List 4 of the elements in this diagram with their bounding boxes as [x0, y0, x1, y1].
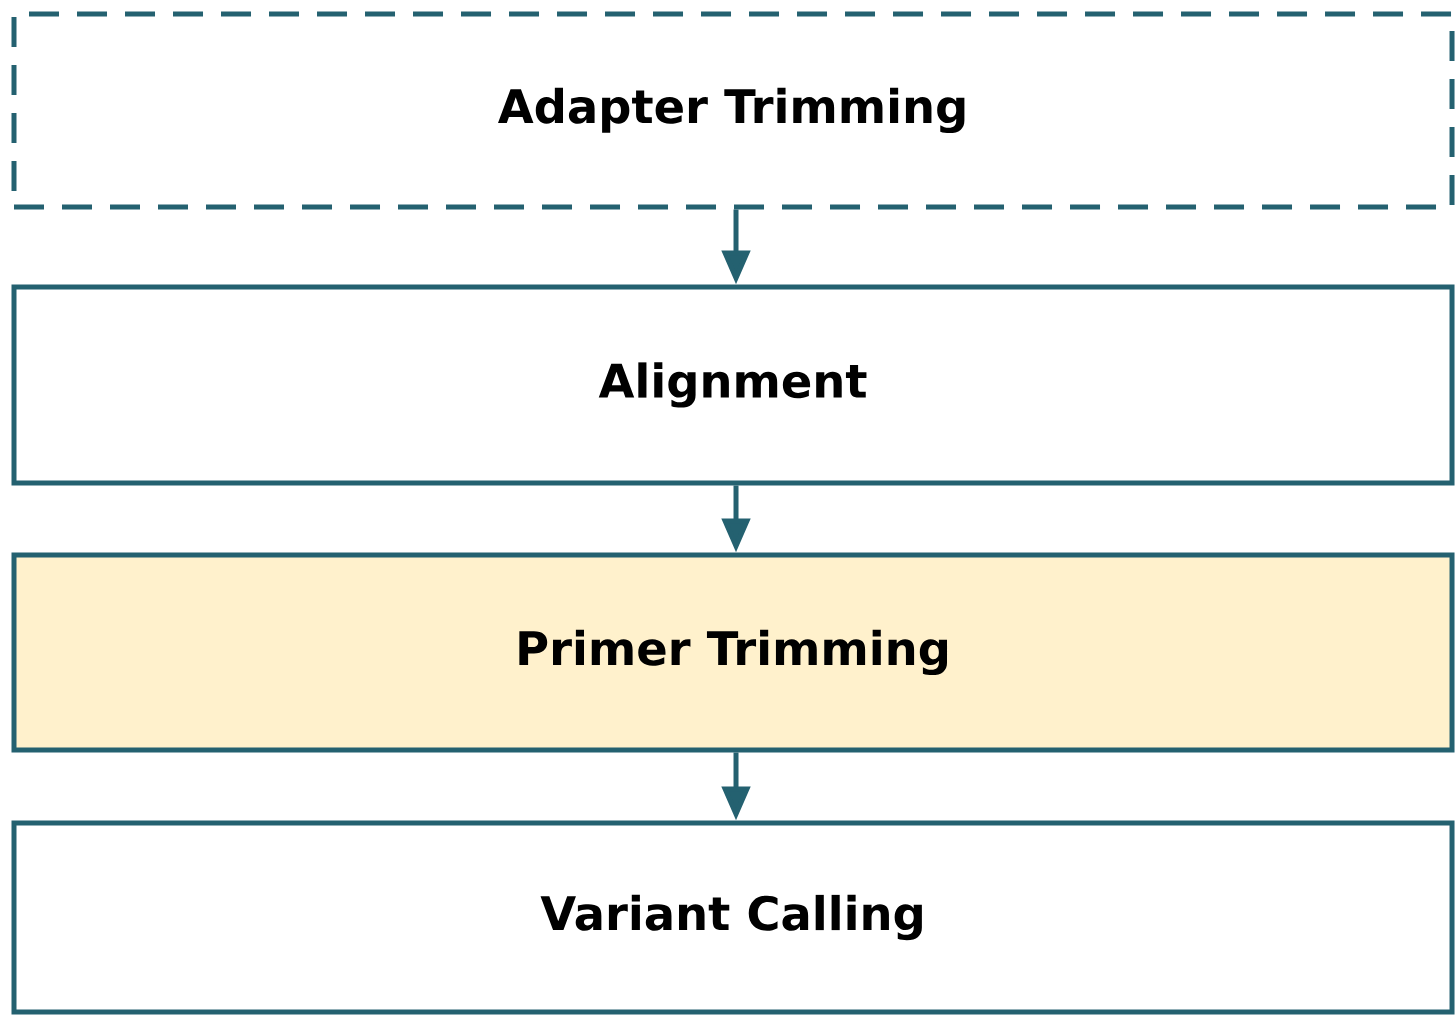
process-box: Variant Calling [11, 820, 1455, 1015]
process-box: Alignment [11, 284, 1455, 486]
process-box: Adapter Trimming [11, 11, 1455, 210]
process-box: Primer Trimming [11, 552, 1455, 753]
